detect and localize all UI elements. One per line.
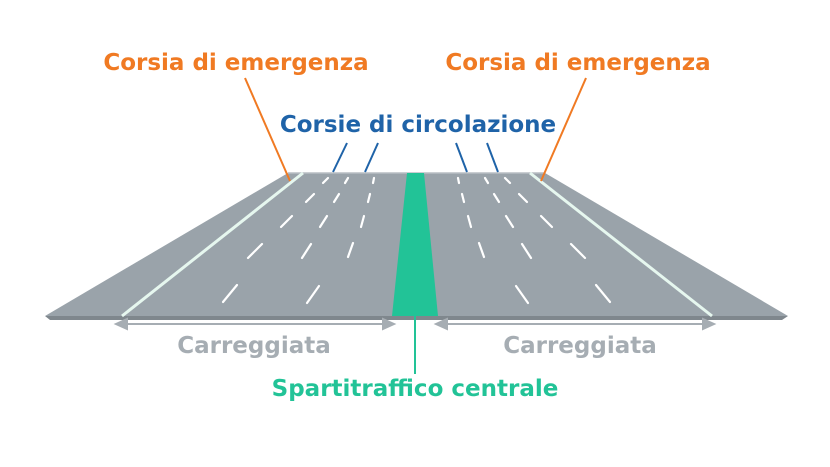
carriageway-arrow-left — [113, 317, 397, 331]
label-carriageway-right: Carreggiata — [503, 333, 657, 359]
road-edge — [45, 316, 788, 320]
lane-markings-right — [456, 176, 612, 305]
shoulder-line-right — [529, 171, 713, 318]
label-traffic-lanes: Corsie di circolazione — [280, 112, 556, 138]
emergency-pointer-left — [244, 77, 291, 182]
carriageway-arrow-right — [433, 317, 717, 331]
label-emergency-left: Corsia di emergenza — [103, 50, 368, 76]
emergency-pointer-right — [540, 77, 587, 182]
label-central-median: Spartitraffico centrale — [272, 376, 559, 402]
traffic-lanes-pointers — [332, 142, 499, 173]
central-median — [392, 173, 438, 316]
lane-markings-left — [221, 176, 376, 305]
shoulder-line-left — [121, 171, 304, 318]
label-carriageway-left: Carreggiata — [177, 333, 331, 359]
label-emergency-right: Corsia di emergenza — [445, 50, 710, 76]
